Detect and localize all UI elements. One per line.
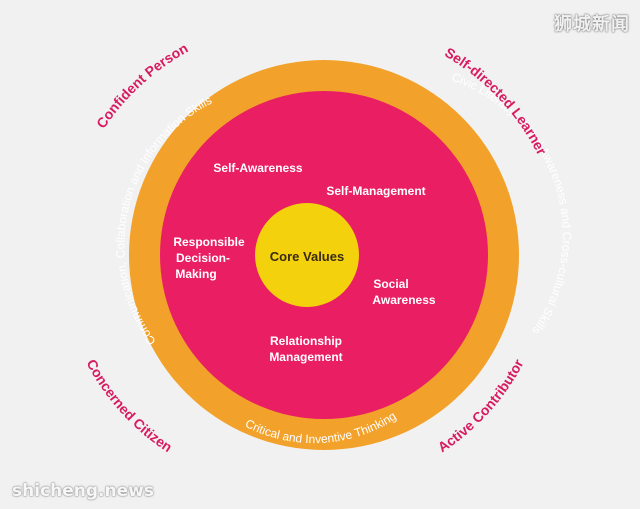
social-awareness-line1: Social — [373, 277, 408, 291]
social-awareness-line2: Awareness — [372, 293, 435, 307]
core-values-circle — [255, 203, 359, 307]
core-values-label: Core Values — [270, 249, 344, 264]
concerned-citizen-textpath: Concerned Citizen — [83, 356, 175, 455]
concerned-citizen-label: Concerned Citizen — [83, 356, 175, 455]
self-management-label: Self-Management — [326, 184, 425, 198]
self-awareness-label: Self-Awareness — [213, 161, 302, 175]
responsible-label-line3: Making — [175, 267, 216, 281]
relationship-line2: Management — [269, 350, 342, 364]
responsible-label-line2: Decision- — [176, 251, 230, 265]
responsible-label-line1: Responsible — [173, 235, 245, 249]
site-watermark-bottom: shicheng.news — [12, 481, 154, 501]
relationship-line1: Relationship — [270, 334, 342, 348]
site-watermark-top: 狮城新闻 — [554, 14, 630, 35]
